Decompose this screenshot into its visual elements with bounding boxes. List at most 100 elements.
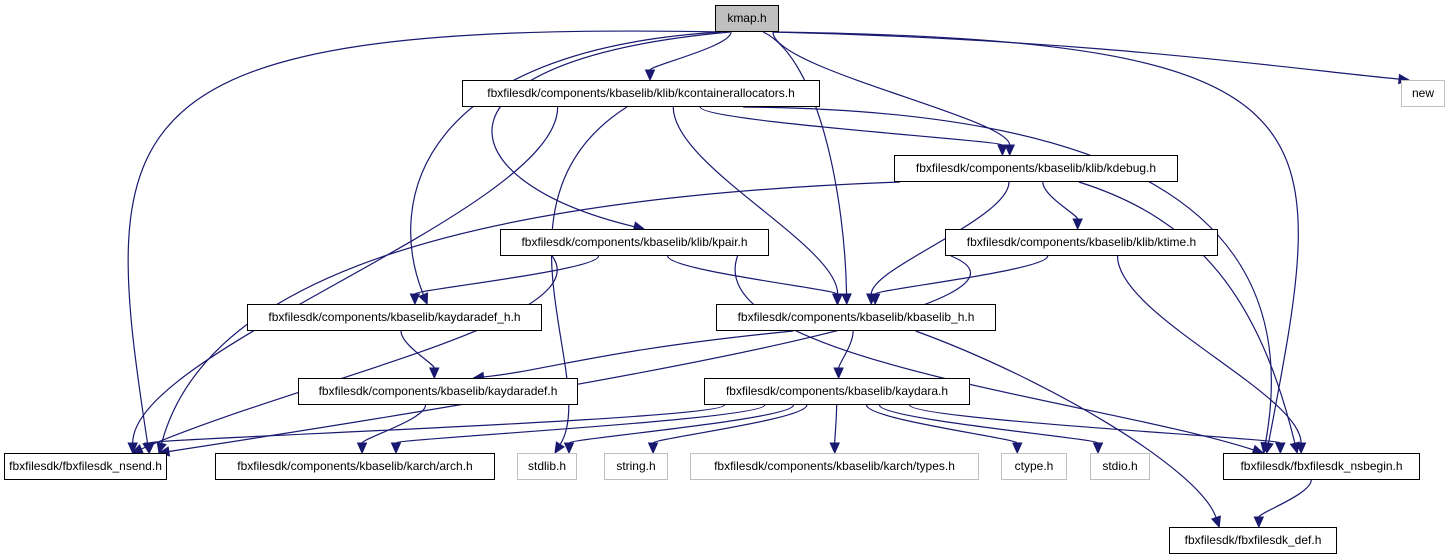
edge-kcontainerallocators-to-kdebug [699, 106, 1004, 146]
node-kdebug[interactable]: fbxfilesdk/components/kbaselib/klib/kdeb… [894, 155, 1178, 182]
node-kcontainerallocators[interactable]: fbxfilesdk/components/kbaselib/klib/kcon… [462, 80, 820, 107]
arrowhead-icon [833, 367, 844, 380]
edge-kmap-to-kbaselib_h [763, 31, 848, 295]
edge-kmap-to-kdebug [772, 31, 1011, 146]
edge-kaydaradef-to-arch [361, 404, 427, 444]
edge-kmap-to-kaydaradef_h [410, 31, 722, 295]
arrowhead-icon [1072, 218, 1083, 231]
edge-kcontainerallocators-to-stdlib [550, 106, 628, 445]
arrowhead-icon [1011, 442, 1023, 455]
edge-kmap-to-nsbegin [772, 31, 1299, 444]
arrowhead-icon [647, 442, 659, 455]
node-string[interactable]: string.h [604, 453, 668, 480]
node-label: fbxfilesdk/components/kbaselib/klib/ktim… [966, 235, 1197, 249]
node-kbaselib-h[interactable]: fbxfilesdk/components/kbaselib/kbaselib_… [716, 304, 996, 331]
node-label: fbxfilesdk/components/kbaselib/kaydarade… [268, 310, 521, 324]
arrowhead-icon [390, 442, 402, 455]
edge-kpair-to-nsend [141, 255, 558, 450]
edge-kpair-to-nsbegin [734, 255, 1254, 451]
edge-kaydara-to-ctype [865, 404, 1018, 444]
node-ctype[interactable]: ctype.h [1001, 453, 1067, 480]
arrowhead-icon [144, 442, 155, 455]
node-arch[interactable]: fbxfilesdk/components/kbaselib/karch/arc… [215, 453, 495, 480]
edge-kaydara-to-stdlib [568, 404, 795, 444]
edge-kbaselib_h-to-kaydaradef [483, 330, 794, 378]
node-label: stdio.h [1102, 459, 1138, 473]
node-label: fbxfilesdk/components/kbaselib/karch/typ… [714, 459, 955, 473]
arrowhead-icon [1253, 516, 1265, 529]
node-kmap[interactable]: kmap.h [715, 5, 779, 32]
edge-kpair-to-kaydaradef_h [414, 255, 600, 295]
arrowhead-icon [156, 441, 167, 455]
arrowhead-icon [1004, 144, 1015, 157]
node-stdlib[interactable]: stdlib.h [517, 453, 577, 480]
edge-kmap-to-nsend [127, 30, 722, 444]
edge-kaydara-to-nsbegin [909, 404, 1281, 444]
arrowhead-icon [997, 144, 1008, 157]
arrowhead-icon [429, 367, 440, 380]
arrowhead-icon [831, 293, 843, 306]
edge-nsbegin-to-def [1258, 479, 1312, 518]
arrowhead-icon [409, 293, 421, 306]
edge-kcontainerallocators-to-nsend [132, 106, 559, 444]
node-kaydara[interactable]: fbxfilesdk/components/kbaselib/kaydara.h [704, 378, 970, 405]
node-nsbegin[interactable]: fbxfilesdk/fbxfilesdk_nsbegin.h [1223, 453, 1420, 480]
node-label: fbxfilesdk/components/kbaselib/karch/arc… [237, 459, 473, 473]
arrowhead-icon [1260, 441, 1271, 455]
node-label: fbxfilesdk/fbxfilesdk_def.h [1184, 533, 1322, 547]
edge-kpair-to-kbaselib_h [667, 255, 838, 295]
node-label: fbxfilesdk/components/kbaselib/kaydarade… [318, 384, 558, 398]
arrowhead-icon [563, 442, 575, 455]
edge-kaydara-to-arch [395, 404, 766, 444]
edge-kaydaradef_h-to-kaydaradef [400, 330, 435, 369]
node-ktime[interactable]: fbxfilesdk/components/kbaselib/klib/ktim… [945, 229, 1218, 256]
node-label: kmap.h [727, 11, 767, 25]
edge-kdebug-to-nsend [161, 181, 901, 444]
node-label: new [1411, 86, 1434, 100]
edge-kaydara-to-nsend [148, 404, 725, 444]
edge-kcontainerallocators-to-nsbegin [743, 106, 1272, 444]
arrowhead-icon [869, 293, 881, 306]
node-label: string.h [616, 459, 656, 473]
node-def[interactable]: fbxfilesdk/fbxfilesdk_def.h [1169, 527, 1337, 554]
node-kpair[interactable]: fbxfilesdk/components/kbaselib/klib/kpai… [500, 229, 769, 256]
edge-kmap-to-kpair [491, 31, 731, 228]
edge-kmap-to-new [772, 31, 1400, 80]
edge-kdebug-to-ktime [1042, 181, 1079, 220]
node-label: fbxfilesdk/components/kbaselib/kbaselib_… [737, 310, 975, 324]
node-label: fbxfilesdk/components/kbaselib/klib/kpai… [521, 235, 748, 249]
arrowhead-icon [644, 69, 656, 82]
node-kaydaradef-h[interactable]: fbxfilesdk/components/kbaselib/kaydarade… [247, 304, 542, 331]
node-types[interactable]: fbxfilesdk/components/kbaselib/karch/typ… [690, 453, 979, 480]
arrowhead-icon [841, 293, 852, 306]
node-label: fbxfilesdk/components/kbaselib/klib/kdeb… [915, 161, 1157, 175]
edge-kmap-to-kcontainerallocators [649, 31, 732, 71]
node-new[interactable]: new [1401, 80, 1445, 107]
edge-kaydara-to-string [652, 404, 808, 444]
edge-kbaselib_h-to-kaydara [838, 330, 854, 369]
node-label: fbxfilesdk/fbxfilesdk_nsbegin.h [1240, 459, 1403, 473]
arrowhead-icon [127, 442, 138, 455]
node-label: fbxfilesdk/components/kbaselib/kaydara.h [725, 384, 949, 398]
node-stdio[interactable]: stdio.h [1090, 453, 1150, 480]
node-label: stdlib.h [527, 459, 567, 473]
node-kaydaradef[interactable]: fbxfilesdk/components/kbaselib/kaydarade… [298, 378, 578, 405]
node-nsend[interactable]: fbxfilesdk/fbxfilesdk_nsend.h [4, 453, 167, 480]
arrowhead-icon [418, 292, 429, 306]
edge-kaydara-to-types [834, 404, 838, 444]
arrowhead-icon [829, 442, 840, 455]
arrowhead-icon [554, 441, 565, 455]
edge-kdebug-to-nsbegin [1078, 181, 1296, 444]
edge-kcontainerallocators-to-kbaselib_h [672, 106, 839, 295]
edge-ktime-to-nsbegin [1116, 255, 1302, 444]
arrowhead-icon [1210, 515, 1221, 529]
node-label: ctype.h [1014, 459, 1054, 473]
edge-kdebug-to-kbaselib_h [870, 181, 1010, 295]
arrowhead-icon [1295, 442, 1307, 455]
node-label: fbxfilesdk/components/kbaselib/klib/kcon… [487, 86, 795, 100]
arrowhead-icon [356, 442, 368, 455]
node-label: fbxfilesdk/fbxfilesdk_nsend.h [9, 459, 162, 473]
edge-kbaselib_h-to-def [915, 330, 1217, 518]
